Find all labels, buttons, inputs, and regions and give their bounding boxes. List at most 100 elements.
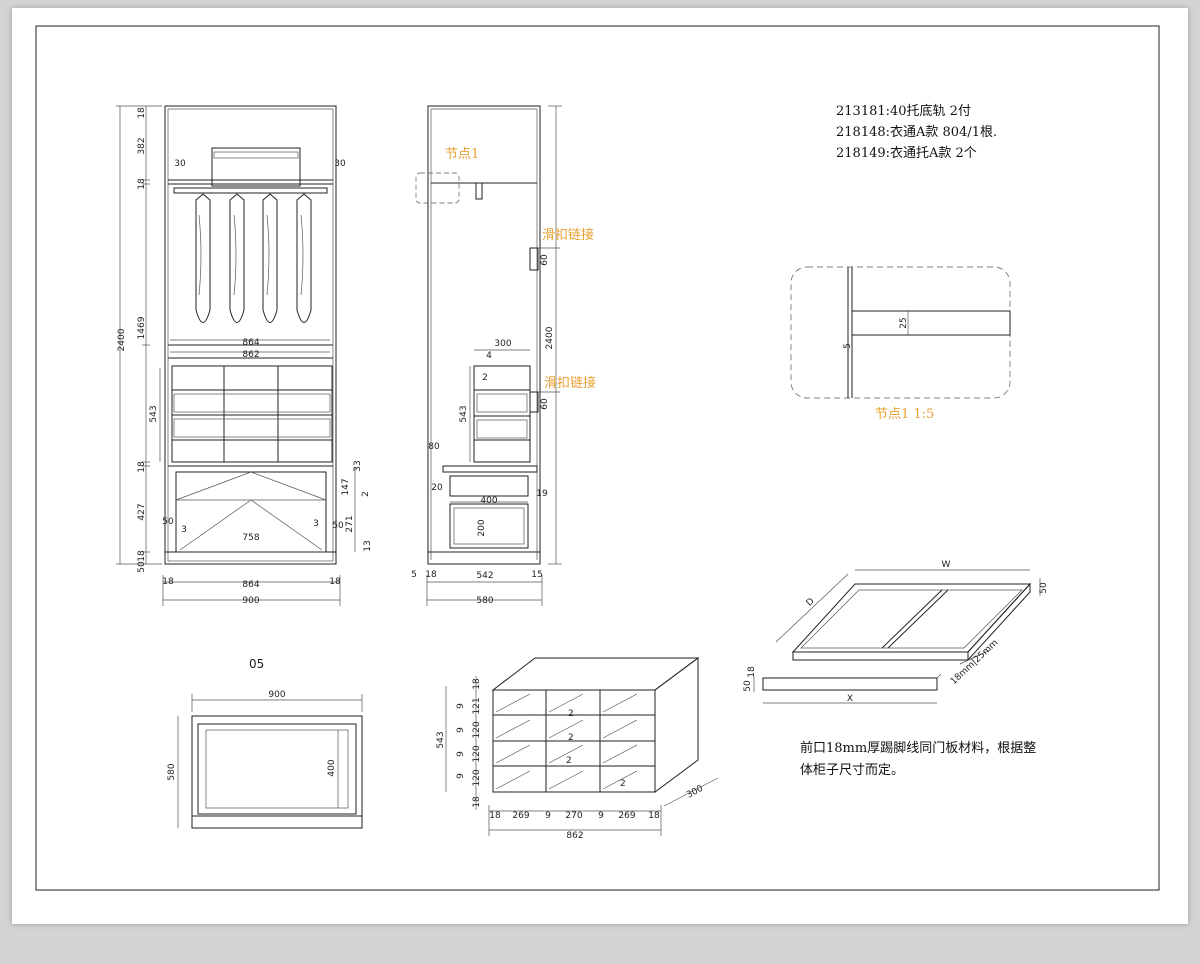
drawing-border	[35, 25, 1160, 891]
side-dim-2400: 2400	[545, 326, 555, 349]
floor-note-line-1: 前口18mm厚踢脚线同门板材料，根据整	[800, 740, 1036, 756]
shoe-dim-2d: 2	[620, 779, 626, 789]
shoe-dim-w862: 862	[566, 831, 583, 841]
label-node1: 节点1	[445, 147, 479, 162]
dim-h-18b: 18	[137, 178, 147, 190]
dim-3b: 3	[313, 519, 319, 529]
plan-dim-900: 900	[268, 690, 285, 700]
note-line-3: 218149:衣通托A款 2个	[836, 145, 977, 161]
shoe-dim-121: 121	[472, 697, 482, 714]
shoe-dim-120b: 120	[472, 745, 482, 762]
dim-w-30b: 30	[334, 159, 346, 169]
shoe-dim-w269a: 269	[512, 811, 529, 821]
shoe-cabinet: 543 18 9 121 9 120 9 120 9 120 18 18 269…	[436, 657, 719, 841]
dim-h-18d: 18	[137, 550, 147, 562]
floor-note-line-2: 体柜子尺寸而定。	[800, 763, 904, 778]
side-dim-20: 20	[431, 483, 443, 493]
shoe-dim-w9b: 9	[598, 811, 604, 821]
front-elevation	[164, 105, 337, 565]
side-dim-15: 15	[531, 570, 542, 580]
front-shoe-grid	[171, 365, 333, 463]
frame-dim-d: D	[805, 596, 817, 608]
plan-dim-400: 400	[327, 759, 337, 776]
plan-dim-580: 580	[167, 763, 177, 780]
frame-dim-18: 18	[747, 666, 757, 678]
shoe-dim-120c: 120	[472, 769, 482, 786]
dim-271: 271	[345, 515, 355, 532]
shoe-dim-2a: 2	[568, 709, 574, 719]
frame-dim-50b: 50	[743, 680, 753, 692]
dim-50r: 50	[332, 521, 344, 531]
node1-marker	[415, 172, 460, 204]
shoe-dim-9a: 9	[456, 703, 466, 709]
hanging-clothes	[195, 193, 312, 323]
side-dim-4: 4	[486, 351, 492, 361]
shoe-dim-w269b: 269	[618, 811, 635, 821]
dim-w-18a: 18	[162, 577, 174, 587]
dim-w-862: 862	[242, 350, 259, 360]
dim-h-2400: 2400	[117, 328, 127, 351]
shoe-dim-543: 543	[436, 731, 446, 748]
dim-h-427: 427	[137, 503, 147, 520]
side-elevation	[415, 105, 541, 565]
shoe-dim-2b: 2	[568, 733, 574, 743]
shoe-dim-9c: 9	[456, 751, 466, 757]
note-line-1: 213181:40托底轨 2付	[836, 103, 971, 119]
side-dim-60b: 60	[540, 398, 550, 410]
dim-2: 2	[361, 491, 371, 497]
parts-notes: 213181:40托底轨 2付 218148:衣通A款 804/1根. 2181…	[836, 103, 997, 161]
frame-dim-w: W	[942, 560, 951, 570]
dim-3a: 3	[181, 525, 187, 535]
shoe-dim-120a: 120	[472, 721, 482, 738]
dim-758: 758	[242, 533, 259, 543]
floor-note: 前口18mm厚踢脚线同门板材料，根据整 体柜子尺寸而定。	[800, 740, 1036, 778]
dim-h-1469: 1469	[137, 316, 147, 339]
label-slide-1: 滑扣链接	[542, 227, 594, 243]
dim-h-18: 18	[137, 107, 147, 119]
plan-view: 05 900 580 400	[167, 657, 363, 829]
dim-h-543: 543	[149, 405, 159, 422]
dim-w-864-top: 864	[242, 338, 259, 348]
side-dim-400: 400	[480, 496, 497, 506]
plan-code: 05	[249, 657, 264, 671]
side-dim-2: 2	[482, 373, 488, 383]
note-line-2: 218148:衣通A款 804/1根.	[836, 124, 997, 140]
shoe-dim-18b: 18	[472, 796, 482, 808]
shoe-dim-18a: 18	[472, 678, 482, 690]
side-dim-60a: 60	[540, 254, 550, 266]
shoe-dim-w9a: 9	[545, 811, 551, 821]
side-dim-200: 200	[477, 519, 487, 536]
front-dimensions	[116, 105, 356, 606]
frame-dim-50: 50	[1039, 582, 1049, 594]
side-dim-18: 18	[425, 570, 437, 580]
side-dim-5: 5	[411, 570, 417, 580]
dim-h-382: 382	[137, 137, 147, 154]
shoe-dim-w18a: 18	[489, 811, 501, 821]
dim-h-18c: 18	[137, 461, 147, 473]
cad-drawing: 2400 18 382 18 1469 543 18 427 18 50 30 …	[35, 25, 1160, 891]
dim-w-30a: 30	[174, 159, 186, 169]
shoe-dim-w270: 270	[565, 811, 582, 821]
dim-h-50: 50	[137, 561, 147, 573]
side-dim-300: 300	[494, 339, 511, 349]
top-basket	[211, 147, 301, 187]
base-frame: W D 50 50 18 X 18mm|25mm	[743, 560, 1049, 704]
dim-w-900: 900	[242, 596, 259, 606]
front-dimension-labels: 2400 18 382 18 1469 543 18 427 18 50 30 …	[117, 107, 373, 606]
side-dim-19: 19	[536, 489, 548, 499]
node-dim-25: 25	[899, 317, 909, 328]
side-dimension-labels: 2400 300 4 2 543 80 20 400 200 19 60 60 …	[411, 147, 596, 606]
shoe-dim-9d: 9	[456, 773, 466, 779]
shoe-dim-2c: 2	[566, 756, 572, 766]
side-dimensions	[426, 105, 562, 606]
shoe-dim-w18b: 18	[648, 811, 660, 821]
side-dim-580: 580	[476, 596, 493, 606]
shoe-dim-9b: 9	[456, 727, 466, 733]
label-node1-scale: 节点1 1:5	[875, 407, 934, 422]
dim-w-864: 864	[242, 580, 259, 590]
node-dim-5: 5	[843, 343, 853, 349]
dim-13: 13	[363, 540, 373, 551]
side-dim-543: 543	[459, 405, 469, 422]
side-dim-80: 80	[428, 442, 440, 452]
dim-50l: 50	[162, 517, 174, 527]
